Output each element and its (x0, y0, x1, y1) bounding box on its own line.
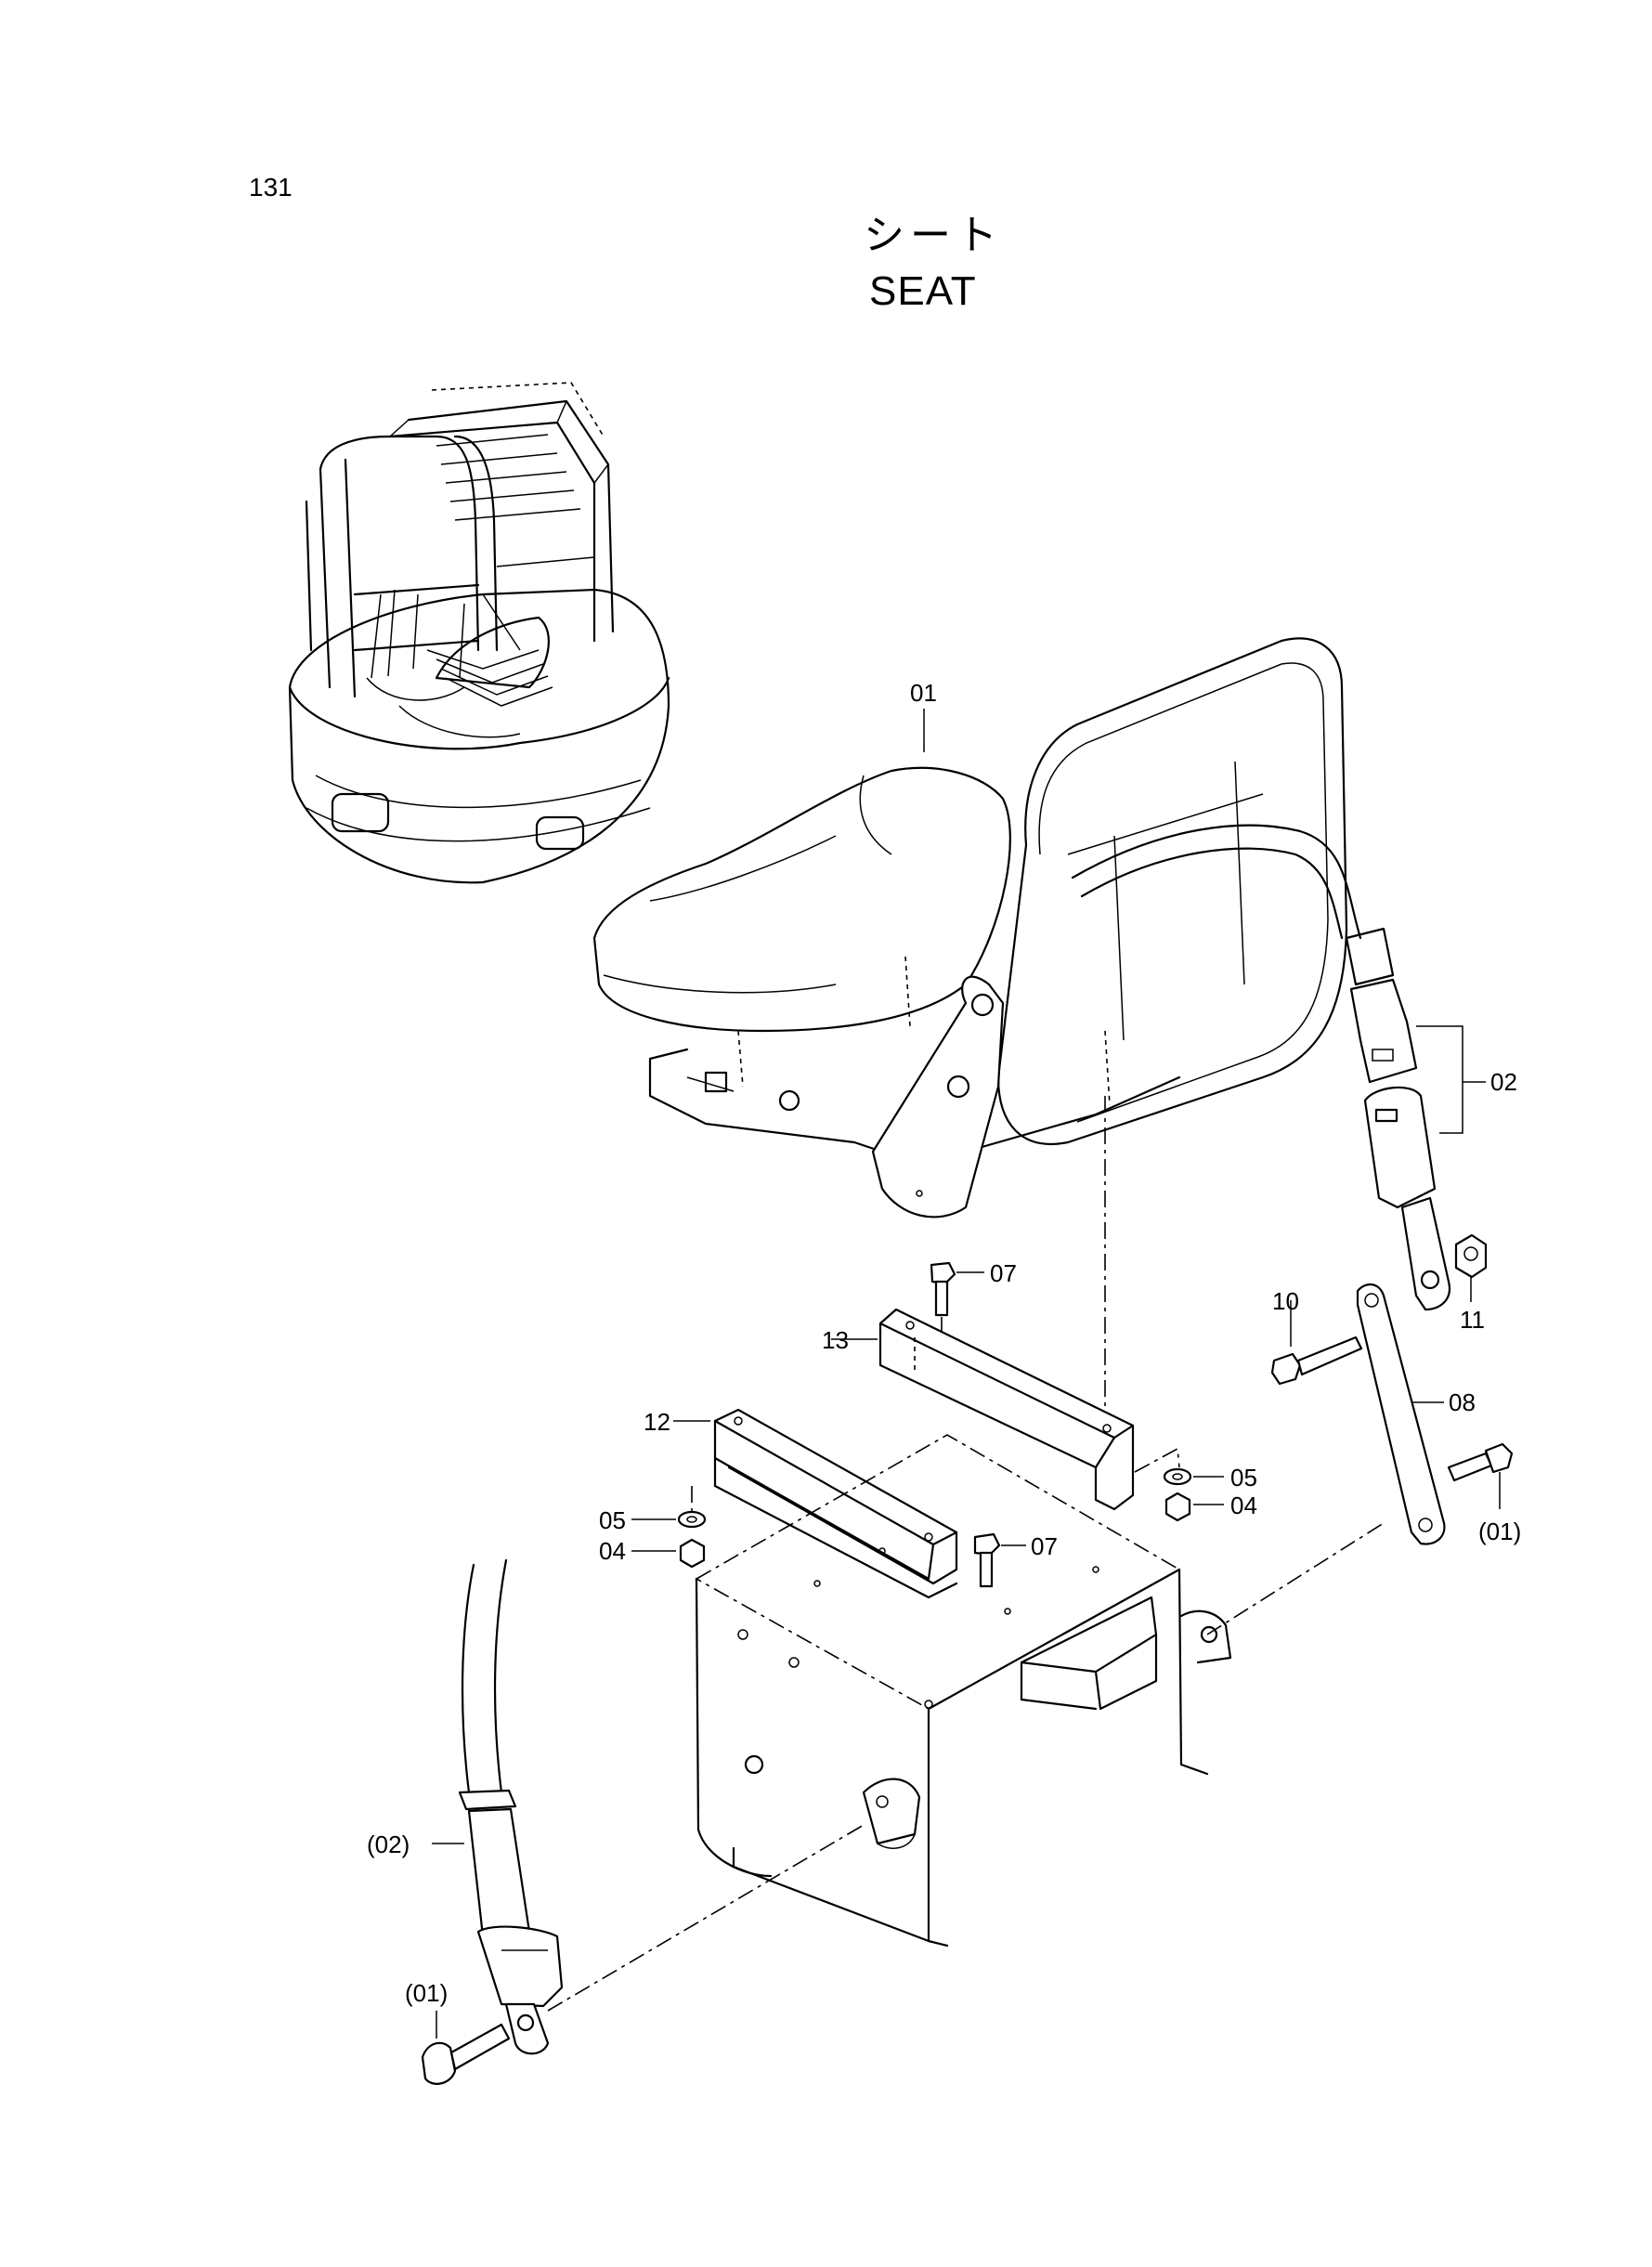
callout-01-right: (01) (1478, 1518, 1522, 1545)
washer-nut-left (631, 1486, 707, 1569)
seat-stand-base (695, 1434, 1385, 1948)
page-number: 131 (249, 173, 293, 202)
callout-07-top: 07 (990, 1259, 1017, 1287)
machine-overview-illustration (288, 382, 670, 884)
callout-08: 08 (1449, 1388, 1476, 1416)
callout-04-left: 04 (599, 1537, 626, 1565)
bolt-10 (1270, 1300, 1363, 1386)
title-english: SEAT (869, 268, 977, 314)
callout-13: 13 (822, 1326, 849, 1354)
callout-11: 11 (1460, 1306, 1485, 1334)
bolt-01-left (421, 1824, 865, 2085)
bolt-01-right (1447, 1442, 1514, 1509)
seat-assembly (592, 637, 1348, 1430)
callout-01: 01 (910, 679, 937, 707)
callout-12: 12 (644, 1408, 670, 1436)
link-plate-08 (1356, 1283, 1446, 1545)
callout-07-lower: 07 (1031, 1532, 1058, 1560)
nut-11 (1454, 1233, 1488, 1302)
seat-belt-left (432, 1558, 564, 2055)
bracket-12 (673, 1408, 958, 1599)
bracket-13 (831, 1308, 1135, 1511)
washer-nut-right (1134, 1447, 1224, 1522)
callout-02-left: (02) (367, 1831, 410, 1858)
callout-05-right: 05 (1230, 1464, 1257, 1492)
bolt-07-lower (973, 1532, 1026, 1588)
callout-05-left: 05 (599, 1506, 626, 1534)
title-japanese: シート (864, 212, 1003, 259)
callout-01-left: (01) (405, 1979, 449, 2007)
seat-belt-right (1071, 824, 1486, 1311)
callout-04-right: 04 (1230, 1492, 1257, 1519)
callout-02: 02 (1490, 1068, 1517, 1096)
callout-10: 10 (1272, 1287, 1299, 1315)
